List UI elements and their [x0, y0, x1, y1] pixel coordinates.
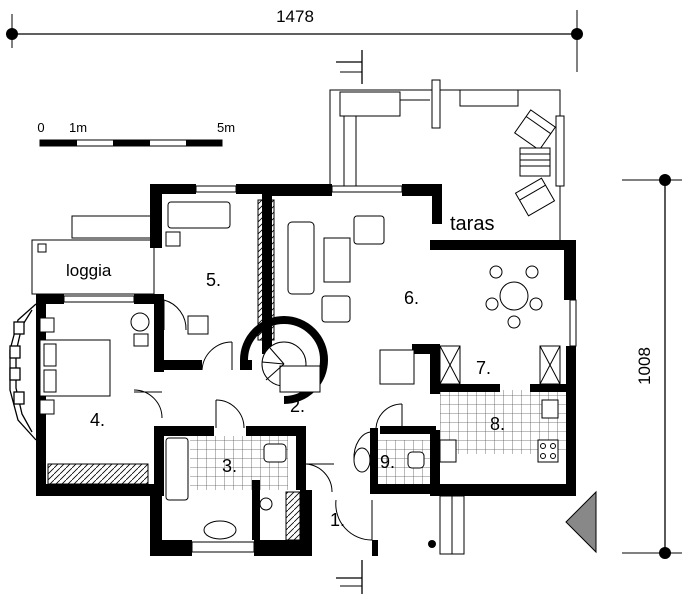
room-3-label: 3.	[222, 456, 237, 476]
scale-zero: 0	[37, 120, 44, 135]
room-7-label: 7.	[476, 358, 491, 378]
entrance	[428, 490, 597, 555]
room-1-label: 1.	[330, 510, 345, 530]
width-label: 1478	[276, 7, 314, 26]
section-marker-top	[336, 50, 363, 84]
room-6-label: 6.	[404, 288, 419, 308]
dimension-dot	[571, 28, 583, 40]
room-5-label: 5.	[206, 270, 221, 290]
bay-window	[9, 303, 37, 441]
height-label: 1008	[635, 347, 654, 385]
loggia	[31, 215, 155, 295]
stairwell-closet	[257, 199, 301, 541]
scale-five: 5m	[217, 120, 235, 135]
spiral-staircase	[240, 316, 329, 404]
furniture	[39, 215, 543, 415]
width-dimension: 1478	[6, 7, 583, 72]
room-2-label: 2.	[290, 396, 305, 416]
room-4-label: 4.	[90, 410, 105, 430]
doors	[133, 299, 403, 541]
scale-one: 1m	[69, 120, 87, 135]
dimension-dot	[659, 547, 671, 559]
height-dimension: 1008	[622, 174, 682, 559]
room-9-label: 9.	[380, 452, 395, 472]
terrace	[329, 79, 565, 240]
fixtures	[165, 201, 561, 540]
section-marker-bottom	[336, 560, 363, 594]
north-arrow	[565, 490, 597, 554]
dimension-dot	[659, 174, 671, 186]
taras-label: taras	[450, 213, 494, 235]
windows	[47, 185, 577, 553]
labels: loggia taras 1. 2. 3. 4. 5. 6. 7. 8. 9.	[66, 213, 505, 530]
dimension-dot	[6, 28, 18, 40]
loggia-label: loggia	[66, 261, 112, 280]
scale-bar: 0 1m 5m	[37, 120, 235, 147]
room-8-label: 8.	[490, 414, 505, 434]
lounger-set	[513, 109, 557, 217]
